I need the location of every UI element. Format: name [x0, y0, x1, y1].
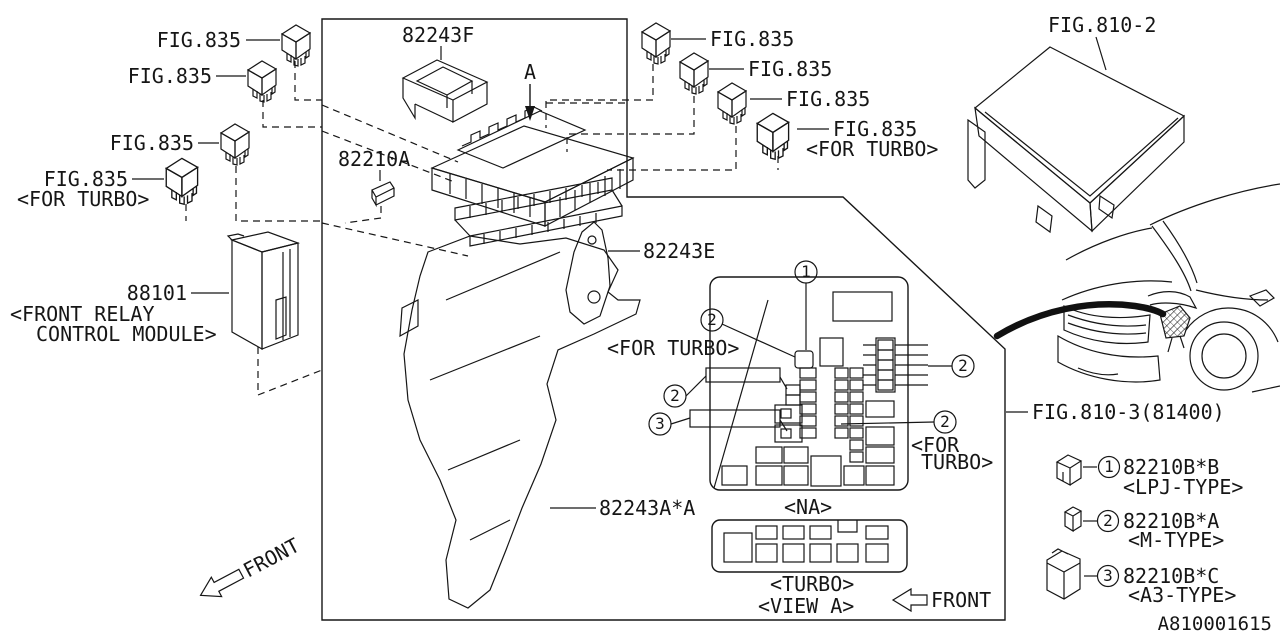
label-module-name-2: CONTROL MODULE> [36, 322, 217, 346]
label-fig835-right-3: FIG.835 [786, 87, 870, 111]
label-fig810-3: FIG.810-3(81400) [1032, 400, 1225, 424]
label-fig835-right-2: FIG.835 [748, 57, 832, 81]
label-82243a: 82243A*A [599, 496, 695, 520]
view-a-panel-na: 1 2 <FOR TURBO> 2 3 2 [607, 260, 993, 519]
legend-item-2: 2 82210B*A <M-TYPE> [1063, 506, 1224, 552]
label-na: <NA> [784, 495, 832, 519]
label-fig835-right-4: FIG.835 [833, 117, 917, 141]
label-for-turbo-view-left: <FOR TURBO> [607, 336, 739, 360]
fusebox-location-marker [1159, 305, 1191, 339]
part-82243a: 82243A*A [399, 235, 695, 609]
callout-2-number: 2 [958, 356, 968, 375]
label-for-turbo-left-4: <FOR TURBO> [17, 187, 149, 211]
fusebox-assembly [430, 106, 635, 247]
callout-2-left: 2 [663, 367, 788, 408]
part-82243f: 82243F [401, 23, 489, 123]
callout-2-topleft: 2 [700, 308, 796, 358]
relay-column [863, 337, 928, 393]
label-88101: 88101 [127, 281, 187, 305]
label-for-turbo-view-right-1: <FOR [911, 433, 960, 457]
legend-item-1: 1 82210B*B <LPJ-TYPE> [1055, 454, 1243, 499]
module-88101: 88101 <FRONT RELAY CONTROL MODULE> [10, 231, 301, 351]
location-arrow-curve [993, 301, 1167, 340]
bottom-fuse-row [721, 446, 895, 487]
car-illustration [993, 183, 1280, 393]
label-module-name-1: <FRONT RELAY [10, 302, 155, 326]
label-section-a: A [524, 60, 536, 84]
callout-2-right-lower: 2 [840, 410, 957, 434]
part-82210a: 82210A [338, 147, 410, 208]
callout-2-number: 2 [707, 310, 717, 329]
view-a-panel-turbo: <TURBO> <VIEW A> [711, 519, 908, 618]
legend-1-type: <LPJ-TYPE> [1123, 475, 1243, 499]
front-arrow-right: FRONT [891, 587, 991, 613]
legend-2-type: <M-TYPE> [1128, 528, 1224, 552]
label-view-a: <VIEW A> [758, 594, 854, 618]
part-82243e: 82243E [565, 221, 715, 325]
callout-1: 1 [794, 260, 818, 350]
callout-2-number: 2 [670, 386, 680, 405]
label-82243e: 82243E [643, 239, 715, 263]
label-fig835-left-3: FIG.835 [110, 131, 194, 155]
label-fig835-left-2: FIG.835 [128, 64, 212, 88]
legend-item-3: 3 82210B*C <A3-TYPE> [1046, 548, 1236, 607]
callout-3-left: 3 [648, 409, 788, 436]
legend: 1 82210B*B <LPJ-TYPE> 2 82210B*A <M-TYPE… [1046, 454, 1243, 607]
fuse-ladder [799, 367, 864, 463]
cover-fig810-2: FIG.810-2 [967, 13, 1186, 234]
callout-3-number: 3 [655, 414, 665, 433]
callout-2-number: 2 [940, 412, 950, 431]
legend-2-callout: 2 [1103, 511, 1113, 530]
label-82210a: 82210A [338, 147, 410, 171]
label-82243f: 82243F [402, 23, 474, 47]
label-fig810-2: FIG.810-2 [1048, 13, 1156, 37]
label-fig835-left-1: FIG.835 [157, 28, 241, 52]
label-fig835-right-1: FIG.835 [710, 27, 794, 51]
label-for-turbo-right-4: <FOR TURBO> [806, 137, 938, 161]
label-turbo: <TURBO> [770, 572, 854, 596]
legend-3-type: <A3-TYPE> [1128, 583, 1236, 607]
label-front-right: FRONT [931, 588, 991, 612]
callout-1-number: 1 [801, 262, 811, 281]
left-relay-group: FIG.835 FIG.835 FIG.835 FIG.835 <FOR TUR… [17, 24, 311, 211]
label-for-turbo-view-right-2: TURBO> [921, 450, 993, 474]
main-box-outline [321, 18, 1006, 621]
callout-2-right-upper: 2 [928, 354, 975, 378]
dashed-leaders [185, 61, 779, 396]
drawing-number: A810001615 [1158, 613, 1272, 635]
right-relay-group: FIG.835 FIG.835 FIG.835 FIG.835 <FOR TUR… [641, 22, 938, 161]
legend-3-part: 82210B*C [1123, 564, 1219, 588]
label-fig835-left-4: FIG.835 [44, 167, 128, 191]
fig810-3-label: FIG.810-3(81400) [1006, 400, 1225, 424]
legend-2-part: 82210B*A [1123, 509, 1219, 533]
legend-1-callout: 1 [1104, 457, 1114, 476]
legend-1-part: 82210B*B [1123, 455, 1219, 479]
legend-3-callout: 3 [1103, 566, 1113, 585]
